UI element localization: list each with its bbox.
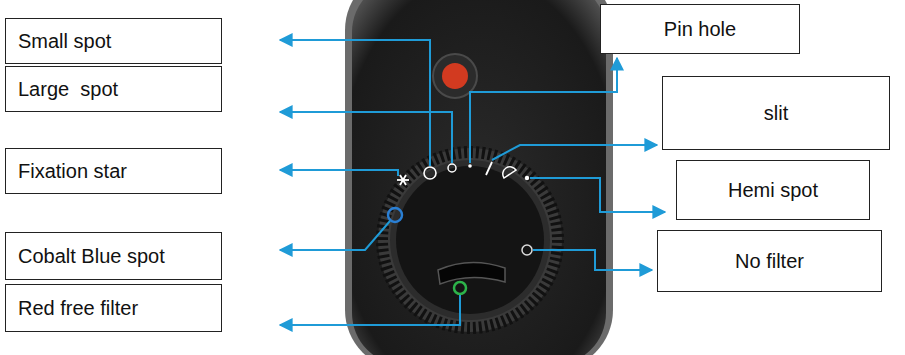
large-spot-symbol: [424, 167, 436, 179]
small-spot-symbol: [448, 164, 456, 172]
label-box: Red free filter: [5, 284, 222, 332]
leader-line: [280, 221, 390, 250]
leader-lines: [280, 40, 665, 325]
red-free-symbol: [454, 282, 466, 294]
label-text: Fixation star: [18, 160, 127, 183]
label-box: Cobalt Blue spot: [5, 232, 222, 280]
label-text: No filter: [735, 250, 804, 273]
label-text: Cobalt Blue spot: [18, 245, 165, 268]
label-box: Hemi spot: [676, 160, 870, 220]
leader-line: [470, 58, 617, 163]
label-box: slit: [662, 76, 890, 150]
hemi-spot-symbol: [503, 167, 516, 178]
cobalt-blue-symbol: [388, 208, 402, 222]
leader-line: [530, 178, 665, 212]
dial-plate: [396, 166, 544, 314]
label-text: Hemi spot: [728, 179, 818, 202]
star-symbol: [397, 175, 409, 185]
label-box: Small spot: [5, 18, 222, 64]
hemi-dot-symbol: [525, 176, 529, 180]
label-text: Large spot: [18, 78, 118, 101]
pinhole-symbol: [468, 164, 472, 168]
label-text: Red free filter: [18, 297, 138, 320]
label-box: Fixation star: [5, 148, 222, 194]
leader-line: [280, 112, 452, 163]
leader-line: [492, 145, 657, 160]
red-button: [442, 63, 468, 89]
no-filter-symbol: [522, 245, 532, 255]
label-box: Large spot: [5, 66, 222, 112]
dial-slot: [438, 262, 505, 284]
label-text: Small spot: [18, 30, 111, 53]
label-text: slit: [764, 102, 788, 125]
dial-ring: [390, 160, 550, 320]
leader-line: [280, 170, 398, 176]
label-box: No filter: [657, 230, 882, 292]
leader-line: [280, 40, 430, 166]
label-text: Pin hole: [664, 18, 736, 41]
dial-rim: [378, 148, 562, 332]
label-box: Pin hole: [600, 4, 800, 54]
leader-line: [533, 250, 652, 270]
leader-line: [280, 295, 460, 325]
slit-symbol: [486, 162, 492, 175]
